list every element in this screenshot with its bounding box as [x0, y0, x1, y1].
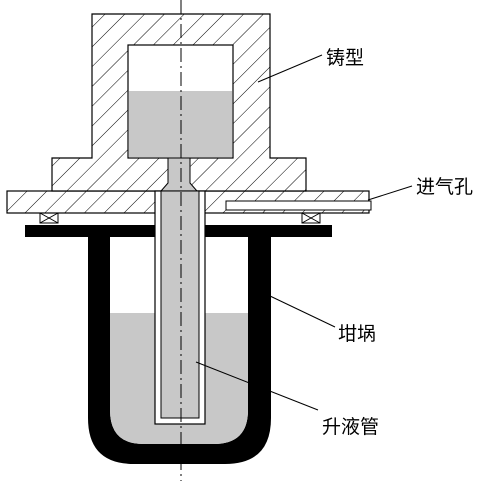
crucible-leader [269, 295, 336, 328]
riser-tube-label: 升液管 [322, 416, 379, 438]
crucible-label: 坩埚 [338, 323, 376, 345]
air-inlet-channel [225, 200, 372, 211]
air-inlet-leader [367, 185, 413, 201]
mold-leader [257, 54, 323, 83]
air-inlet-label: 进气孔 [416, 176, 473, 198]
riser-leader [195, 361, 319, 411]
mold-label: 铸型 [326, 47, 364, 69]
crucible-wall [88, 237, 271, 464]
riser-tube-metal [160, 190, 200, 419]
